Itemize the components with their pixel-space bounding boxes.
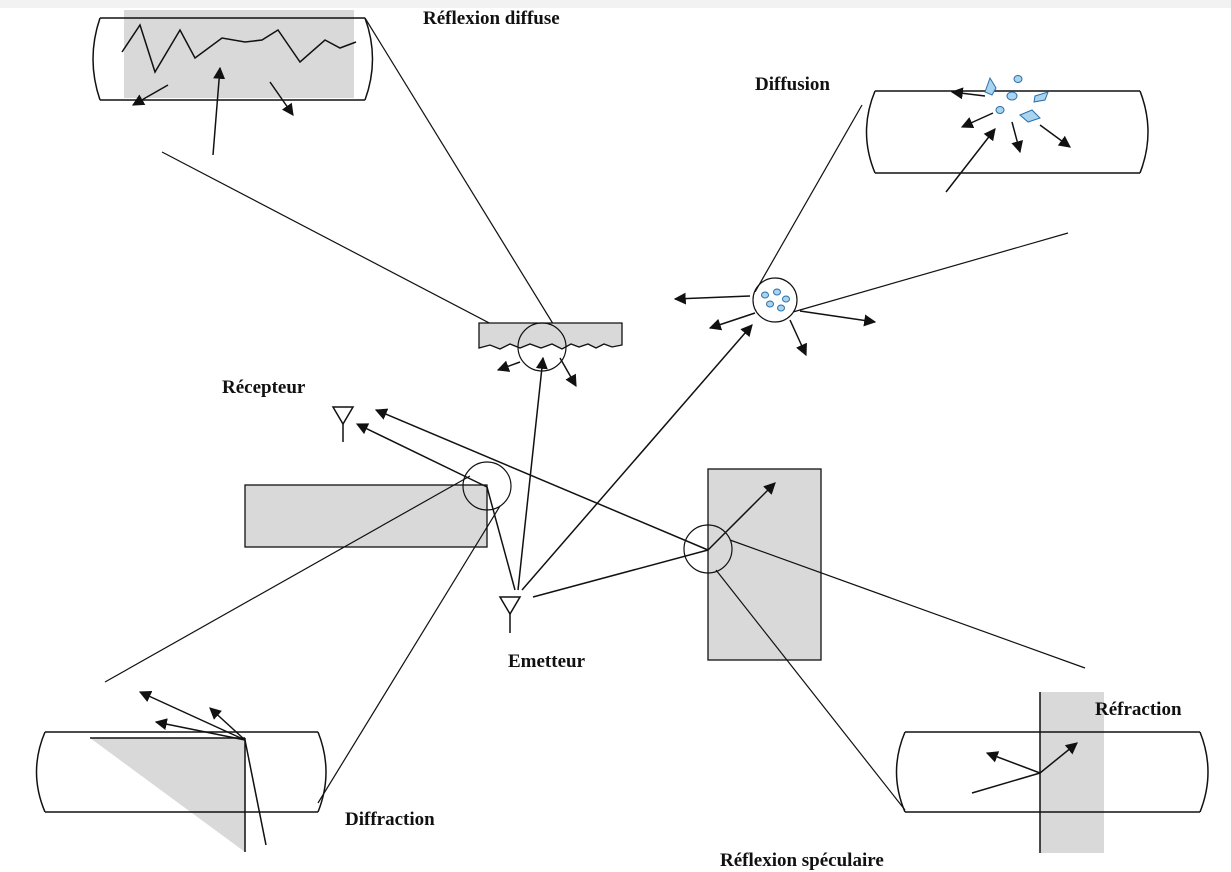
diffraction-inset: [35, 691, 327, 852]
label-reflexion-diffuse: Réflexion diffuse: [423, 8, 560, 29]
rough-surface-shade: [124, 10, 354, 98]
refraction-inset: [895, 692, 1209, 853]
zoom-line: [729, 539, 1086, 669]
label-recepteur: Récepteur: [222, 377, 306, 398]
label-diffraction: Diffraction: [345, 809, 435, 830]
diffuse-reflection-inset: [92, 10, 374, 156]
transmitter-antenna: [498, 596, 522, 633]
zoom-line: [317, 505, 501, 804]
label-reflexion-speculaire: Réflexion spéculaire: [720, 850, 884, 871]
zoom-line: [364, 17, 564, 341]
zoom-circle-diffraction: [462, 461, 512, 511]
zoom-line: [792, 232, 1069, 313]
refraction-medium: [1040, 692, 1104, 853]
zoom-circle-specular: [683, 524, 733, 574]
propagation-rays: [355, 324, 776, 598]
label-refraction: Réfraction: [1095, 699, 1182, 720]
receiver-antenna: [331, 406, 355, 442]
diffusion-inset: [865, 75, 1149, 193]
left-obstacle-block: [244, 484, 488, 548]
particles: [984, 75, 1049, 123]
zoom-line: [161, 151, 519, 339]
top-bar: [0, 0, 1231, 8]
label-emetteur: Emetteur: [508, 651, 586, 672]
zoom-line: [104, 475, 471, 683]
label-diffusion: Diffusion: [755, 74, 830, 95]
diffraction-shadow: [90, 738, 245, 852]
zoom-line: [715, 569, 906, 811]
scattering-cluster: [673, 277, 877, 357]
zoom-line: [754, 104, 863, 293]
rough-surface-profile: [121, 23, 357, 74]
rough-obstacle: [478, 322, 623, 388]
